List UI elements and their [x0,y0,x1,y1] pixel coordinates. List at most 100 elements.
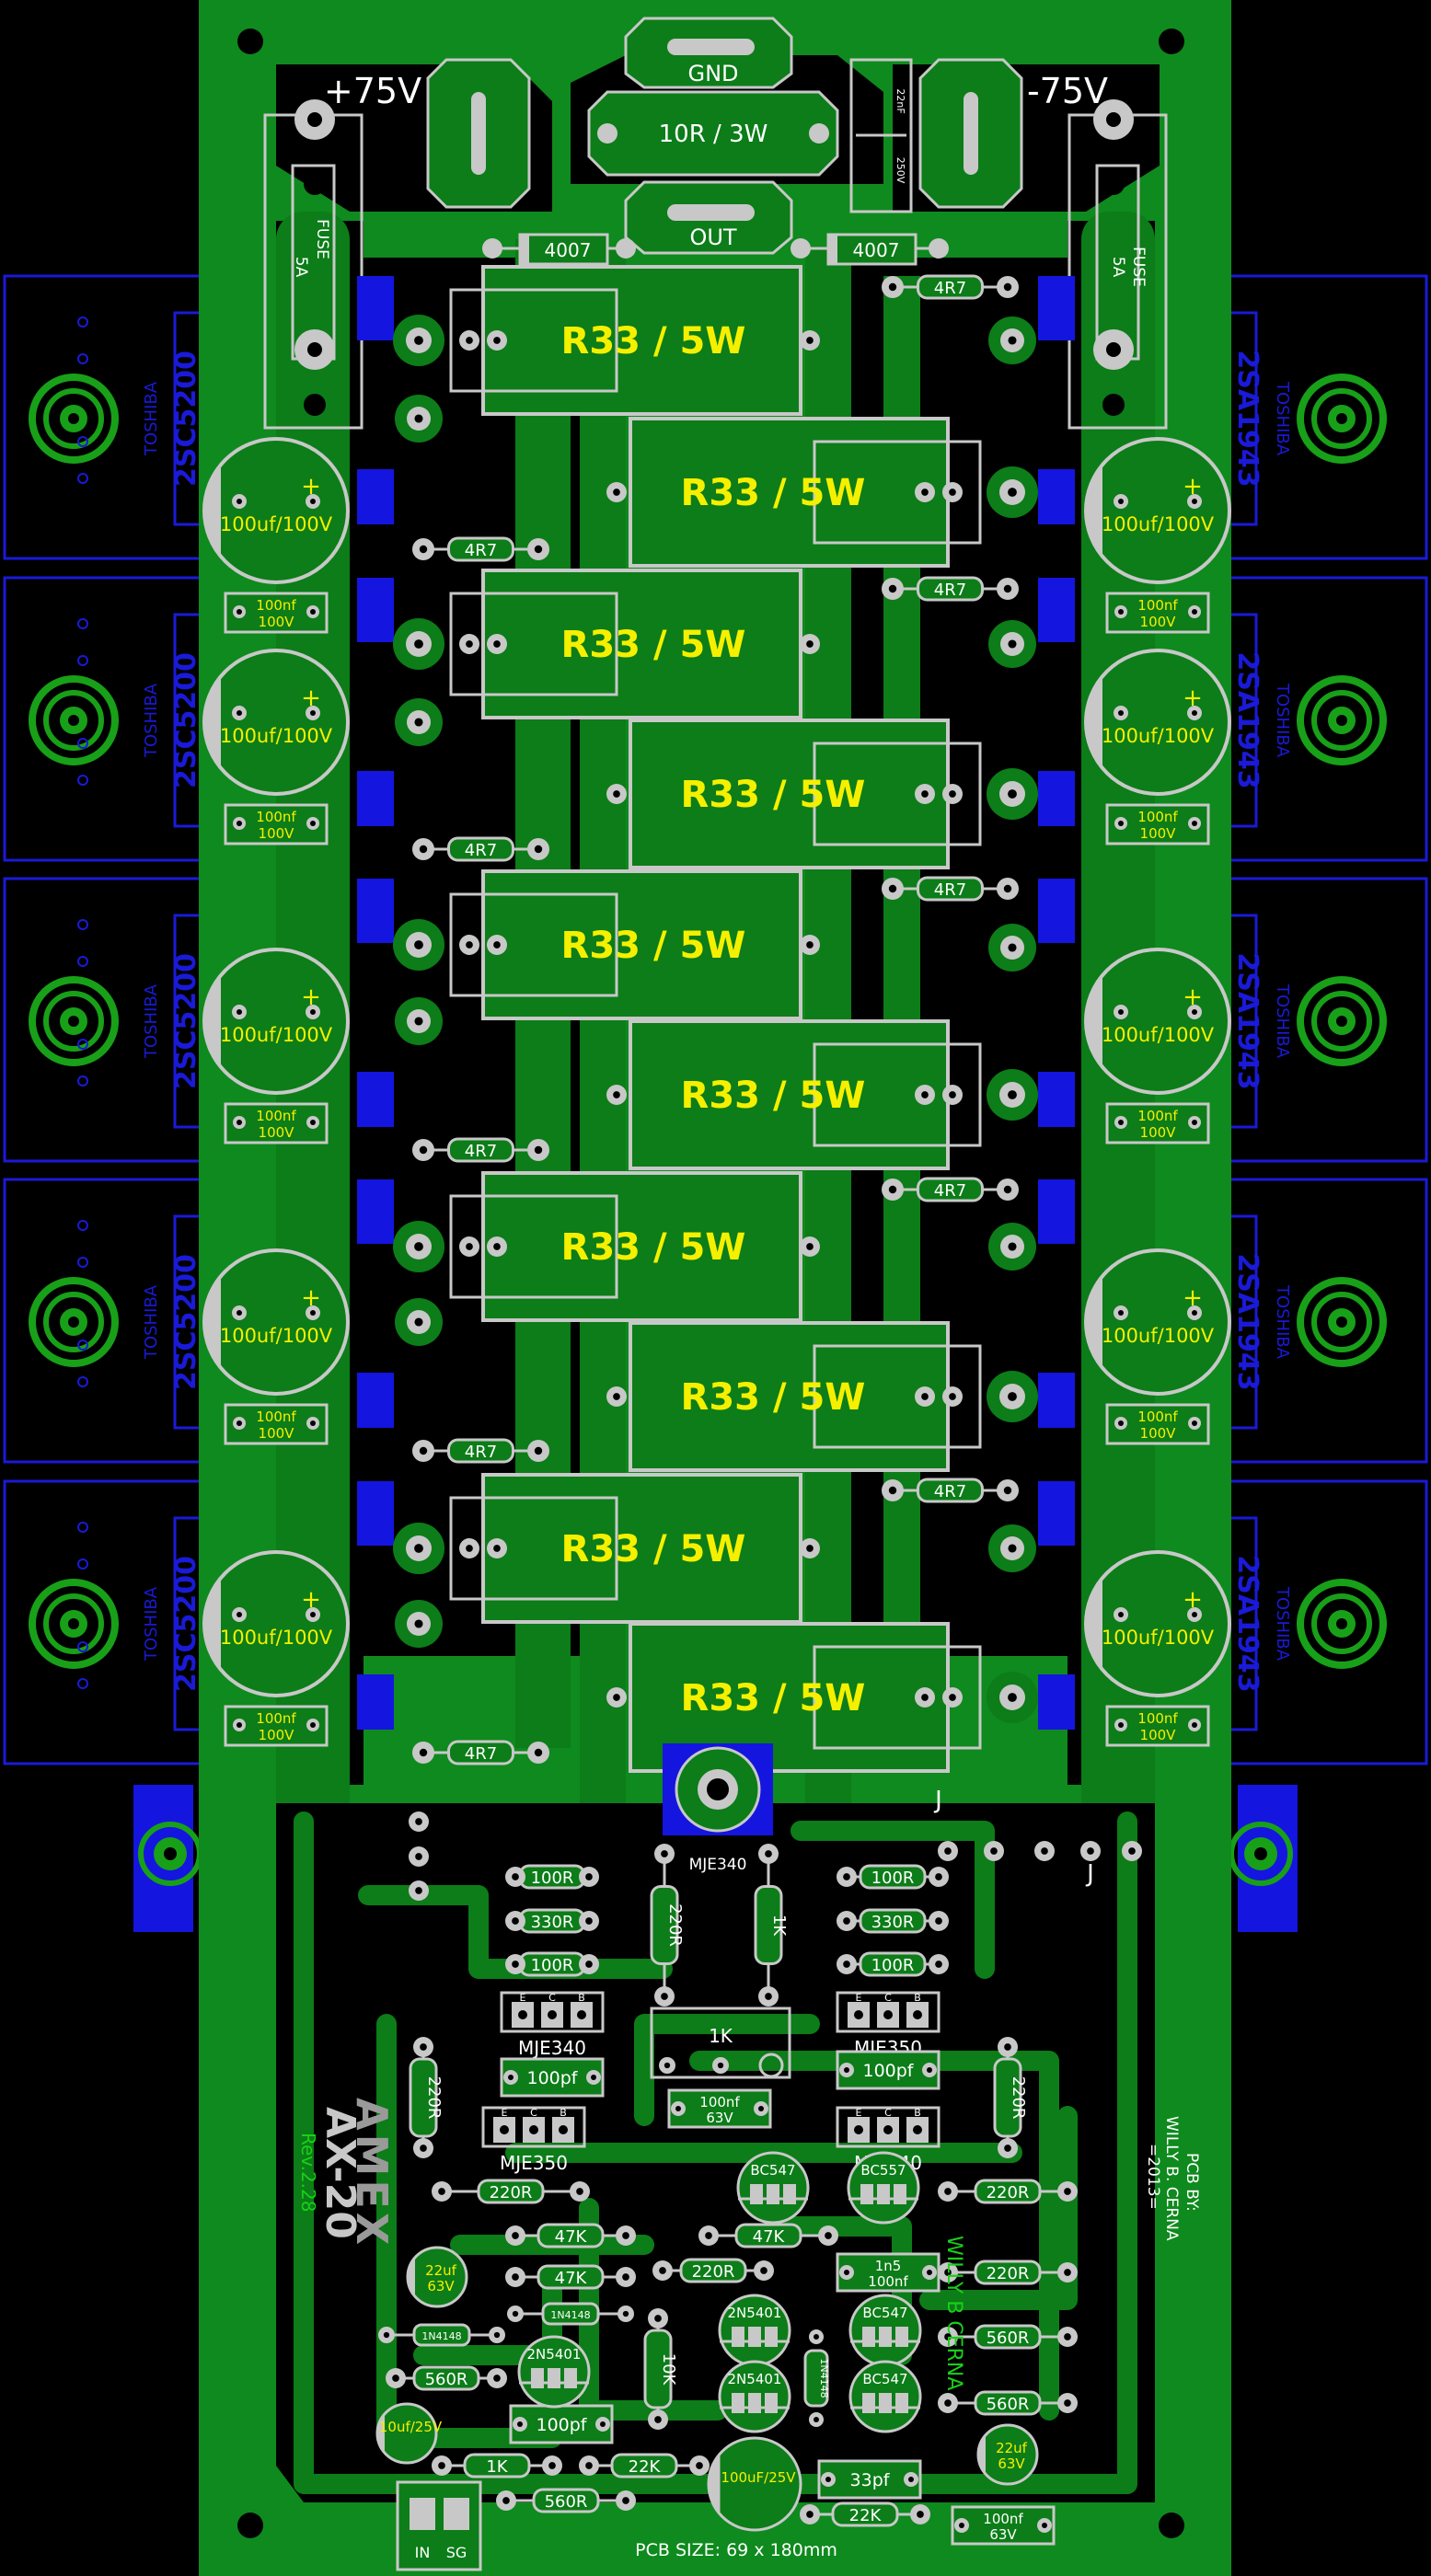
emitter-resistor-value-9: R33 / 5W [561,1528,746,1570]
drill-hole [927,2067,932,2073]
jumper-label-a: J [933,1787,942,1814]
drill-hole [1118,1420,1124,1426]
diode-1n4148-c-label: 1N4148 [818,2358,830,2398]
supply-pos-label: +75V [324,71,421,111]
cap-10uf-25v: 10uf/25V [375,2402,443,2465]
drill-hole [1064,2333,1071,2340]
drill-hole [825,2477,831,2482]
drill-hole [705,2232,712,2239]
base-resistor-right-4-value: 4R7 [934,1181,966,1201]
bypass-cap-value: 100nf [1137,1108,1178,1124]
diode-pos-label: 4007 [545,239,592,261]
pnp-brand-3: TOSHIBA [1273,983,1292,1059]
mounting-ring-icon [1297,374,1387,464]
base-resistor-right-2: 4R7 [882,576,1019,602]
drill-hole [310,499,316,504]
drill-hole [1118,1612,1124,1617]
drill-hole [888,1486,897,1495]
drill-hole [466,1545,473,1552]
drill-hole [888,1185,897,1194]
emitter-resistor-3: R33 / 5W [393,569,820,719]
driver-resistor-20-value: 22K [849,2506,883,2525]
bulk-cap-left-2: 100uf/100V+ [202,649,350,796]
drill-hole [1192,1420,1197,1426]
drill-hole [310,1310,316,1316]
drill-hole [493,640,501,648]
heatsink-clamp-2 [1229,1785,1298,1932]
drill-hole [949,790,956,798]
drill-hole [1008,1392,1017,1401]
trimmer-adjust-icon[interactable] [758,2053,784,2078]
drill-hole [310,821,316,826]
polarity-plus-icon: + [1183,684,1203,712]
drill-hole [1118,1310,1124,1316]
bulk-cap-value: 100uf/100V [1102,1325,1215,1347]
driver-resistor-15-value: 560R [987,2395,1030,2414]
pnp-part-5: 2SA1943 [1231,1555,1264,1692]
mounting-ring-icon [1297,976,1387,1066]
drill-hole [419,1446,428,1455]
bypass-cap-value: 100nf [256,809,296,825]
base-resistor-left-5: 4R7 [412,1740,549,1765]
drill-hole [1118,609,1124,615]
driver-resistor-13: 220R [938,2260,1078,2285]
driver-resistor-15: 560R [938,2390,1078,2416]
mounting-holes [237,29,1184,2538]
fuse-pos[interactable]: FUSE 5A [263,99,364,430]
drill-hole [1192,821,1197,826]
npn-brand-4: TOSHIBA [142,1284,161,1360]
bias-trimmer[interactable]: 1K [650,2007,791,2079]
polarity-plus-icon: + [301,1586,321,1614]
drill-hole [1008,1544,1017,1553]
emitter-resistor-value-5: R33 / 5W [561,925,746,967]
driver-vresistor-10k-value: 10K [659,2353,678,2386]
driver-resistor-3: 100R [505,1951,599,1977]
drill-hole [990,1847,998,1855]
polarity-plus-icon: + [1183,1586,1203,1614]
drill-hole [806,337,814,344]
pnp-brand-1: TOSHIBA [1273,381,1292,456]
bypass-cap-value: 100nf [256,1710,296,1727]
drill-hole [585,1961,593,1968]
bulk-cap-value: 100uf/100V [220,513,333,535]
bypass-cap-value: 100nf [1137,809,1178,825]
fuse-pos-rating: 5A [292,257,310,278]
driver-vresistor-220-b-value: 220R [1009,2076,1028,2120]
drill-hole [1008,789,1017,799]
bulk-cap-left-4: 100uf/100V+ [202,1248,350,1396]
diode-1n4148-b-label: 1N4148 [550,2309,590,2321]
drill-hole [1118,710,1124,716]
drill-hole [622,2310,629,2317]
bypass-cap-voltage: 100V [259,825,295,842]
drill-hole [310,1120,316,1125]
mounting-hole-2 [1159,29,1184,54]
drill-hole [512,1873,519,1880]
drill-hole [959,2523,964,2528]
fuse-neg[interactable]: FUSE 5A [1067,99,1168,430]
drill-hole [888,282,897,292]
drill-hole [613,489,620,496]
drill-hole [512,1961,519,1968]
drill-hole [1004,2043,1011,2051]
drill-hole [414,336,423,345]
drill-hole [414,718,423,727]
driver-resistor-5-value: 330R [871,1913,915,1932]
mounting-ring-icon [1297,1579,1387,1669]
pin-label: C [530,2107,537,2119]
drill-hole [310,1420,316,1426]
polarity-plus-icon: + [301,684,321,712]
cap-100pf-left: 100pf [500,2057,605,2098]
npn-brand-2: TOSHIBA [142,683,161,758]
drill-hole [675,2106,681,2111]
driver-resistor-9-value: 47K [555,2227,588,2247]
drill-hole [310,710,316,716]
base-resistor-right-1: 4R7 [882,274,1019,300]
drill-hole [622,2232,629,2239]
drill-hole [921,1393,929,1400]
